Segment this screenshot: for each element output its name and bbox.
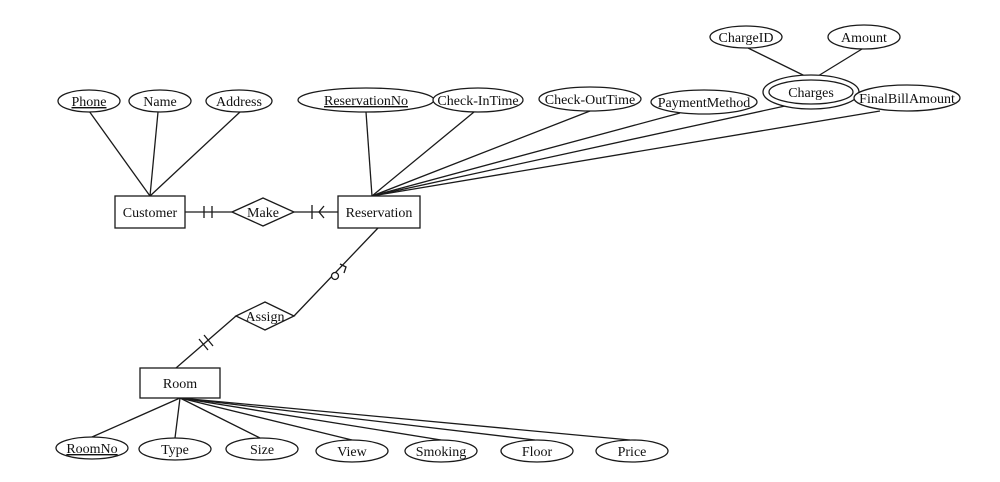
attr-size[interactable]: Size [225,437,299,461]
attr-phone[interactable]: Phone [57,89,121,113]
attribute-label: Name [143,95,176,110]
attribute-label: Address [216,95,262,110]
attr-price[interactable]: Price [595,439,669,463]
attribute-label: Floor [522,445,553,460]
attr-floor[interactable]: Floor [500,439,574,463]
attr-amount[interactable]: Amount [827,24,901,50]
attribute-label: Size [250,443,274,458]
attr-charge-id[interactable]: ChargeID [709,25,783,49]
optional-circle [330,271,340,281]
attr-check-in-time[interactable]: Check-InTime [432,87,524,113]
attr-smoking[interactable]: Smoking [404,439,478,463]
attribute-label: View [337,445,367,460]
attr-address[interactable]: Address [205,89,273,113]
attr-reservation-no[interactable]: ReservationNo [297,87,435,113]
crows-foot [339,263,347,274]
entity-label: Room [163,377,197,392]
relationship-label: Assign [246,310,285,325]
attribute-label: Check-InTime [437,94,518,109]
key-attribute-label: Phone [72,95,107,110]
attr-charges[interactable]: Charges [762,74,860,110]
attr-type[interactable]: Type [138,437,212,461]
attribute-label: Check-OutTime [545,93,635,108]
attribute-label: Amount [841,31,887,46]
attribute-label: FinalBillAmount [859,92,955,107]
attribute-connectors [88,47,881,441]
key-attribute-label: ReservationNo [324,94,408,109]
relationship-assign[interactable]: Assign [234,301,296,331]
attribute-label: Charges [788,86,834,101]
attribute-label: Smoking [416,445,467,460]
one-mandatory-bar-2 [203,334,214,347]
relationship-label: Make [247,206,279,221]
attr-name[interactable]: Name [128,89,192,113]
attr-room-no[interactable]: RoomNo [55,436,129,460]
attribute-label: ChargeID [719,31,774,46]
attribute-label: PaymentMethod [658,96,751,111]
entity-label: Reservation [346,206,413,221]
attribute-label: Type [161,443,189,458]
entity-label: Customer [123,206,178,221]
attr-view[interactable]: View [315,439,389,463]
attr-final-bill-amount[interactable]: FinalBillAmount [853,84,961,112]
one-mandatory-bar-1 [198,338,209,351]
relationship-make[interactable]: Make [230,197,296,227]
attr-payment-method[interactable]: PaymentMethod [650,89,758,115]
entity-room[interactable]: Room [139,367,221,399]
relationship-connectors [175,205,379,369]
attribute-label: Price [618,445,647,460]
entity-customer[interactable]: Customer [114,195,186,229]
entity-reservation[interactable]: Reservation [337,195,421,229]
attr-check-out-time[interactable]: Check-OutTime [538,86,642,112]
multivalued-inner-ellipse [768,79,854,105]
crows-foot [318,205,325,219]
key-attribute-label: RoomNo [66,442,117,457]
